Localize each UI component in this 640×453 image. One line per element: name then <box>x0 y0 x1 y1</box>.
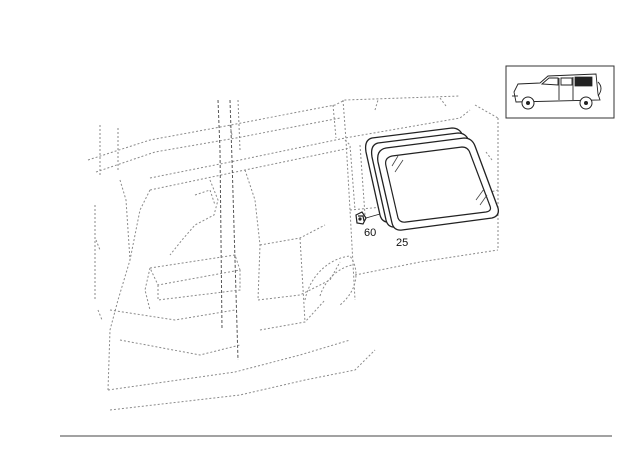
clip-leader-line <box>365 213 381 219</box>
side-window-glass-part[interactable] <box>364 127 500 231</box>
callout-label-25: 25 <box>396 237 408 249</box>
vehicle-locator-inset <box>505 65 615 119</box>
callout-label-60: 60 <box>364 227 376 239</box>
vehicle-side-view-icon <box>512 73 602 110</box>
body-shell-phantom-lines <box>87 95 499 411</box>
window-clip-part[interactable] <box>355 211 367 225</box>
